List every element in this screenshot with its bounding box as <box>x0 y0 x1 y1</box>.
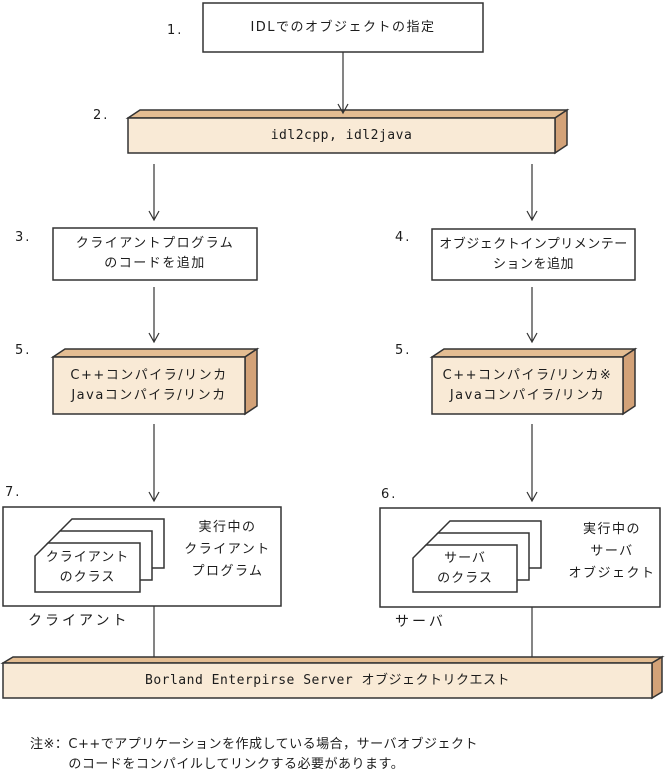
client-desc-line1: 実行中の <box>198 520 257 535</box>
step5-left-line2: Javaコンパイラ/リンカ <box>71 387 227 403</box>
step4-line2: ションを追加 <box>492 256 574 272</box>
box-step4 <box>431 228 636 281</box>
footnote-prefix: 注※： <box>30 737 69 752</box>
step4-label: オブジェクトインプリメンテー ションを追加 <box>432 229 635 280</box>
bar-step5-right <box>429 347 638 416</box>
footnote: 注※： C++でアプリケーションを作成している場合，サーバオブジェクト のコード… <box>30 735 478 775</box>
step7-number: 7. <box>5 485 22 500</box>
box-step3 <box>52 227 258 281</box>
server-class-card-label: サーバ のクラス <box>413 545 517 592</box>
step6-number: 6. <box>381 487 398 502</box>
orb-bar-label: Borland Enterpirse Server オブジェクトリクエスト <box>3 663 652 698</box>
server-desc-line1: 実行中の <box>582 522 641 537</box>
client-class-card-label: クライアント のクラス <box>35 543 140 592</box>
footnote-body: C++でアプリケーションを作成している場合，サーバオブジェクト のコードをコンパ… <box>68 735 478 775</box>
step1-label: IDLでのオブジェクトの指定 <box>203 3 483 52</box>
client-desc-line3: プログラム <box>191 564 264 579</box>
server-card-line2: のクラス <box>437 570 493 586</box>
server-desc-line2: サーバ <box>590 544 634 559</box>
client-class-cards <box>34 518 165 593</box>
server-running-label: 実行中の サーバ オブジェクト <box>556 519 668 585</box>
client-card-line1: クライアント <box>45 549 130 565</box>
step5-left-line1: C++コンパイラ/リンカ <box>70 367 228 383</box>
flow-arrows <box>148 52 538 503</box>
client-card-line2: のクラス <box>59 569 116 585</box>
client-caption: クライアント <box>28 613 130 629</box>
step5-left-label: C++コンパイラ/リンカ Javaコンパイラ/リンカ <box>53 357 245 414</box>
footnote-line2: のコードをコンパイルしてリンクする必要があります。 <box>68 757 405 772</box>
orb-bar-text: Borland Enterpirse Server オブジェクトリクエスト <box>145 672 510 688</box>
server-card-line1: サーバ <box>444 550 486 566</box>
server-class-cards <box>412 520 542 593</box>
client-desc-line2: クライアント <box>184 542 271 557</box>
step1-number: 1. <box>167 23 184 38</box>
server-desc-line3: オブジェクト <box>568 566 656 581</box>
step5-right-line2: Javaコンパイラ/リンカ <box>449 387 606 403</box>
client-running-label: 実行中の クライアント プログラム <box>170 517 285 583</box>
step5-right-line1: C++コンパイラ/リンカ※ <box>442 367 613 383</box>
step2-text: idl2cpp, idl2java <box>270 127 413 143</box>
step1-text: IDLでのオブジェクトの指定 <box>250 19 436 35</box>
step4-number: 4. <box>395 230 412 245</box>
step3-label: クライアントプログラム のコードを追加 <box>53 228 257 280</box>
step5-left-number: 5. <box>15 343 32 358</box>
box-step1 <box>202 2 484 53</box>
bar-step2 <box>125 108 570 155</box>
step2-label: idl2cpp, idl2java <box>128 118 555 153</box>
step3-line2: のコードを追加 <box>104 256 206 271</box>
server-caption: サーバ <box>395 614 446 630</box>
step3-number: 3. <box>15 230 32 245</box>
bar-step5-left <box>50 347 260 416</box>
step3-line1: クライアントプログラム <box>75 236 235 251</box>
footnote-line1: C++でアプリケーションを作成している場合，サーバオブジェクト <box>68 737 478 752</box>
step2-number: 2. <box>93 108 110 123</box>
bar-orb <box>0 655 665 700</box>
step5-right-number: 5. <box>395 343 412 358</box>
step5-right-label: C++コンパイラ/リンカ※ Javaコンパイラ/リンカ <box>432 357 623 414</box>
step4-line1: オブジェクトインプリメンテー <box>439 236 628 252</box>
